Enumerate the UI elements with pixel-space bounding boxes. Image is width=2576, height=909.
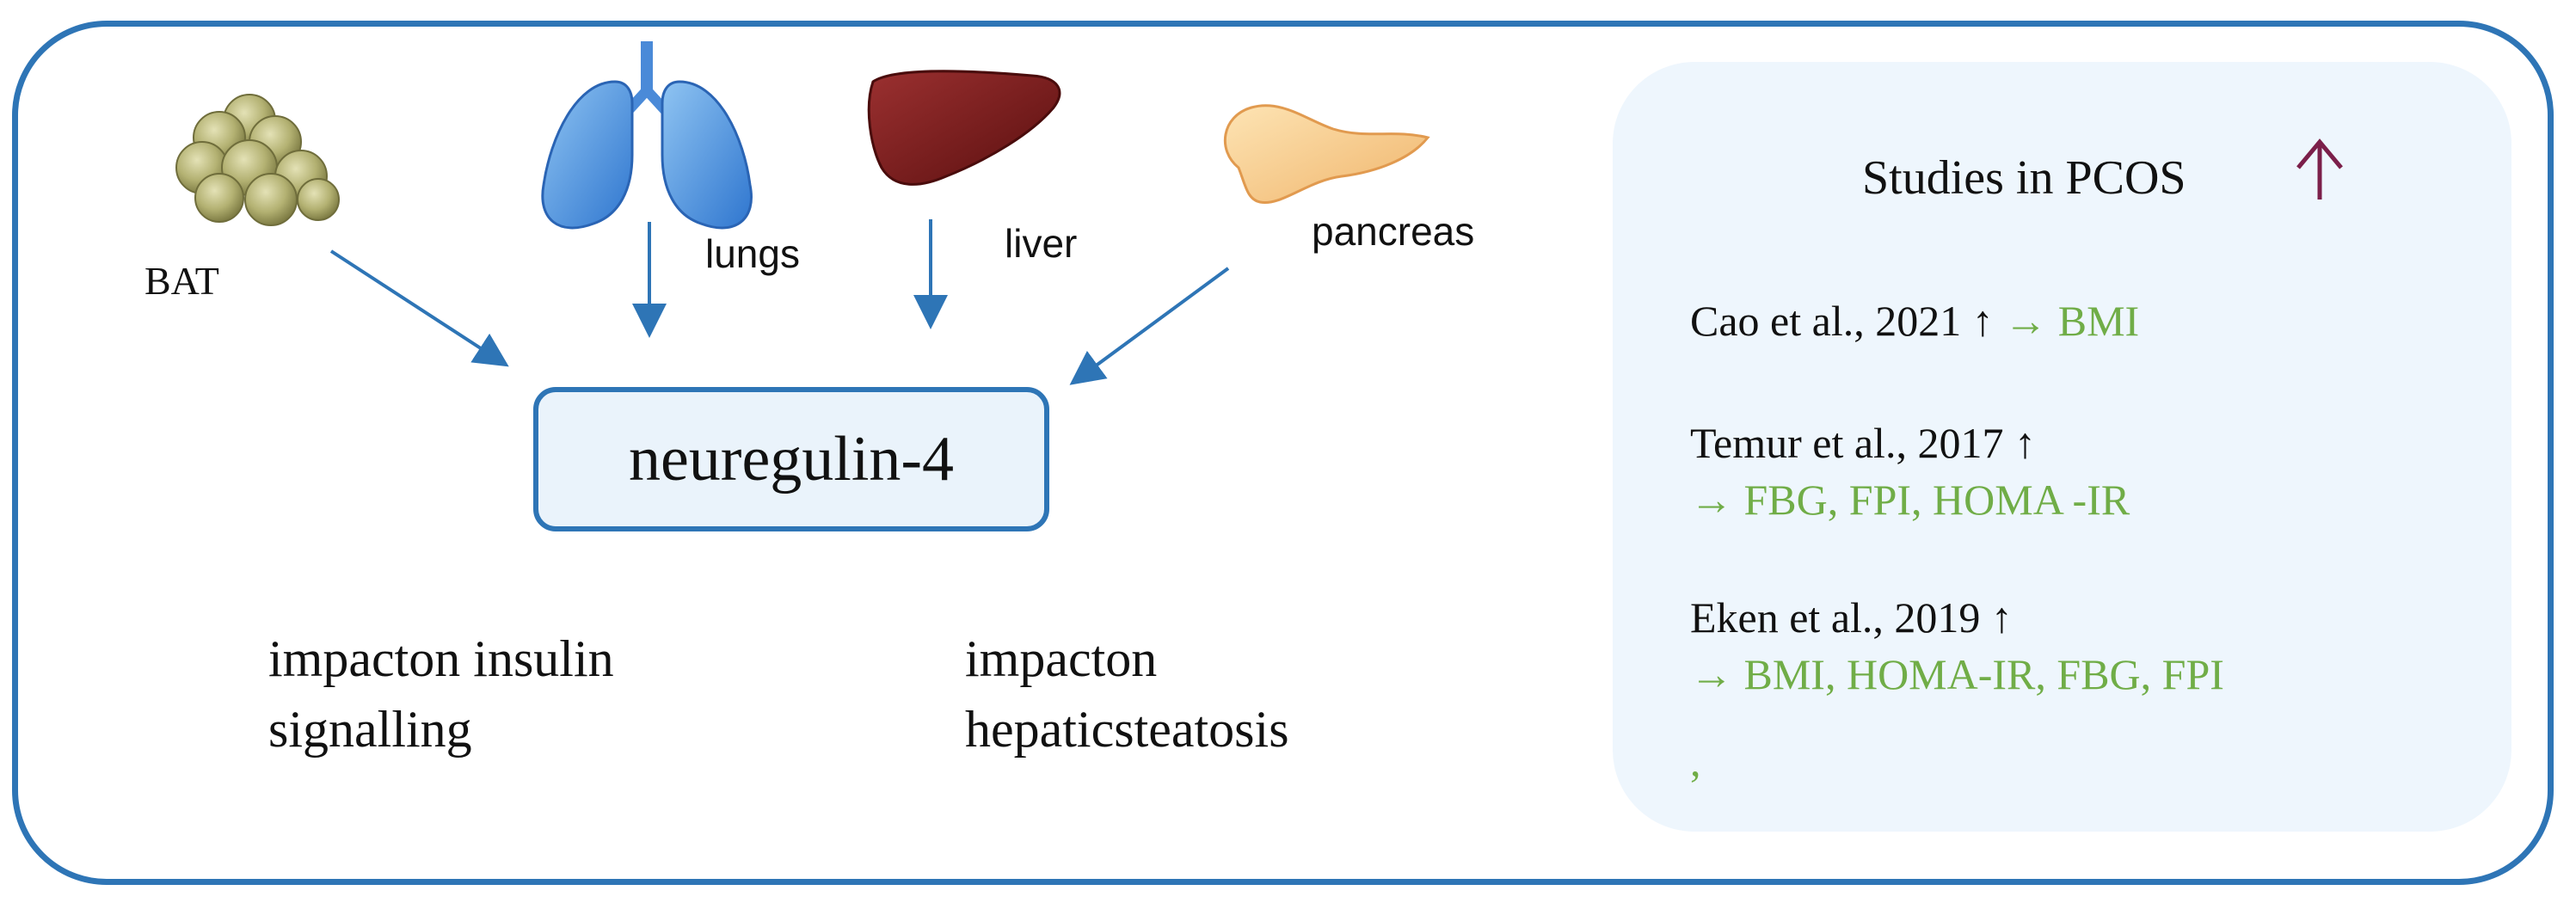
study-cao: Cao et al., 2021 ↑ → BMI [1690, 292, 2139, 349]
diagram-frame [12, 21, 2554, 885]
study-effect: → FBG, FPI, HOMA -IR [1690, 476, 2130, 524]
organ-label-pancreas: pancreas [1312, 209, 1475, 254]
impact-insulin: impacton insulin signalling [268, 623, 614, 765]
study-temur: Temur et al., 2017 ↑ → FBG, FPI, HOMA -I… [1690, 415, 2130, 528]
increase-arrow-icon [2296, 138, 2343, 200]
organ-label-lungs: lungs [705, 231, 800, 276]
study-citation: Eken et al., 2019 ↑ [1690, 593, 2013, 642]
study-eken: Eken et al., 2019 ↑ → BMI, HOMA-IR, FBG,… [1690, 589, 2224, 703]
impact-hepatic-line1: impacton [965, 630, 1158, 687]
impact-insulin-line1: impacton insulin [268, 630, 614, 687]
studies-panel [1613, 62, 2511, 832]
organ-label-liver: liver [1005, 221, 1078, 266]
lungs-icon [541, 41, 753, 230]
bat-icon [175, 94, 340, 226]
study-citation: Temur et al., 2017 ↑ [1690, 419, 2036, 467]
impact-insulin-line2: signalling [268, 701, 472, 758]
study-effect: → BMI [2004, 297, 2140, 345]
liver-icon [867, 70, 1061, 186]
study-effect: → BMI, HOMA-IR, FBG, FPI [1690, 650, 2224, 698]
neuregulin-4-box: neuregulin-4 [533, 387, 1049, 531]
pancreas-icon [1224, 104, 1430, 205]
impact-hepatic-line2: hepaticsteatosis [965, 701, 1289, 758]
arrow-bat [329, 249, 509, 367]
arrow-pancreas [1069, 267, 1230, 385]
studies-panel-title: Studies in PCOS [1862, 151, 2186, 205]
study-citation: Cao et al., 2021 ↑ [1690, 297, 1994, 345]
trailing-comma: , [1690, 737, 1701, 785]
organ-label-bat: BAT [144, 259, 219, 303]
impact-hepatic: impacton hepaticsteatosis [965, 623, 1289, 765]
